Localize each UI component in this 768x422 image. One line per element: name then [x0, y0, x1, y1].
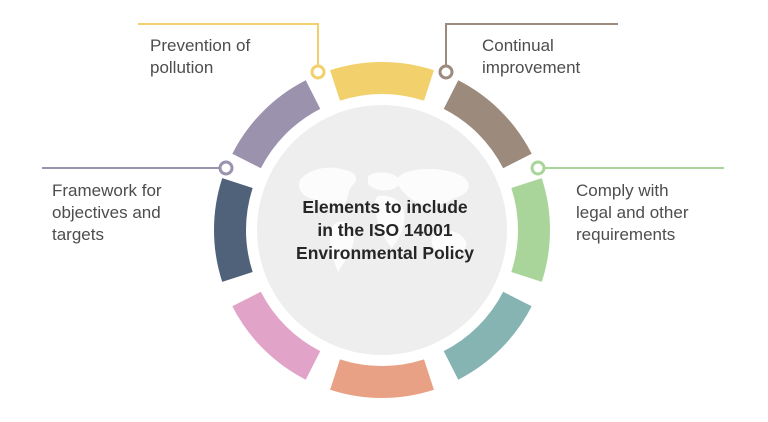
label-continual-improvement: Continual improvement [482, 36, 581, 77]
dot-continual [438, 64, 454, 80]
ring-segment [443, 291, 532, 380]
dot-prevention [310, 64, 326, 80]
ring-segment [443, 80, 532, 169]
ring-segment [232, 291, 321, 380]
world-map-icon [299, 167, 469, 272]
label-prevention-of-pollution: Prevention of pollution [150, 36, 251, 77]
ring-segment [330, 359, 434, 398]
ring-segment [330, 62, 434, 101]
connector-prevention [138, 23, 319, 72]
ring-segment [232, 80, 321, 169]
ring-segment [511, 178, 550, 282]
ring-segment [213, 178, 253, 282]
dot-framework [218, 160, 234, 176]
dot-comply [530, 160, 546, 176]
connector-lines [42, 23, 724, 169]
label-comply-with-requirements: Comply with legal and other requirements [576, 181, 689, 244]
center-title: Elements to include in the ISO 14001 Env… [296, 197, 474, 263]
connector-continual [445, 23, 618, 72]
label-framework-objectives: Framework for objectives and targets [52, 181, 162, 244]
connector-dots [218, 64, 546, 176]
